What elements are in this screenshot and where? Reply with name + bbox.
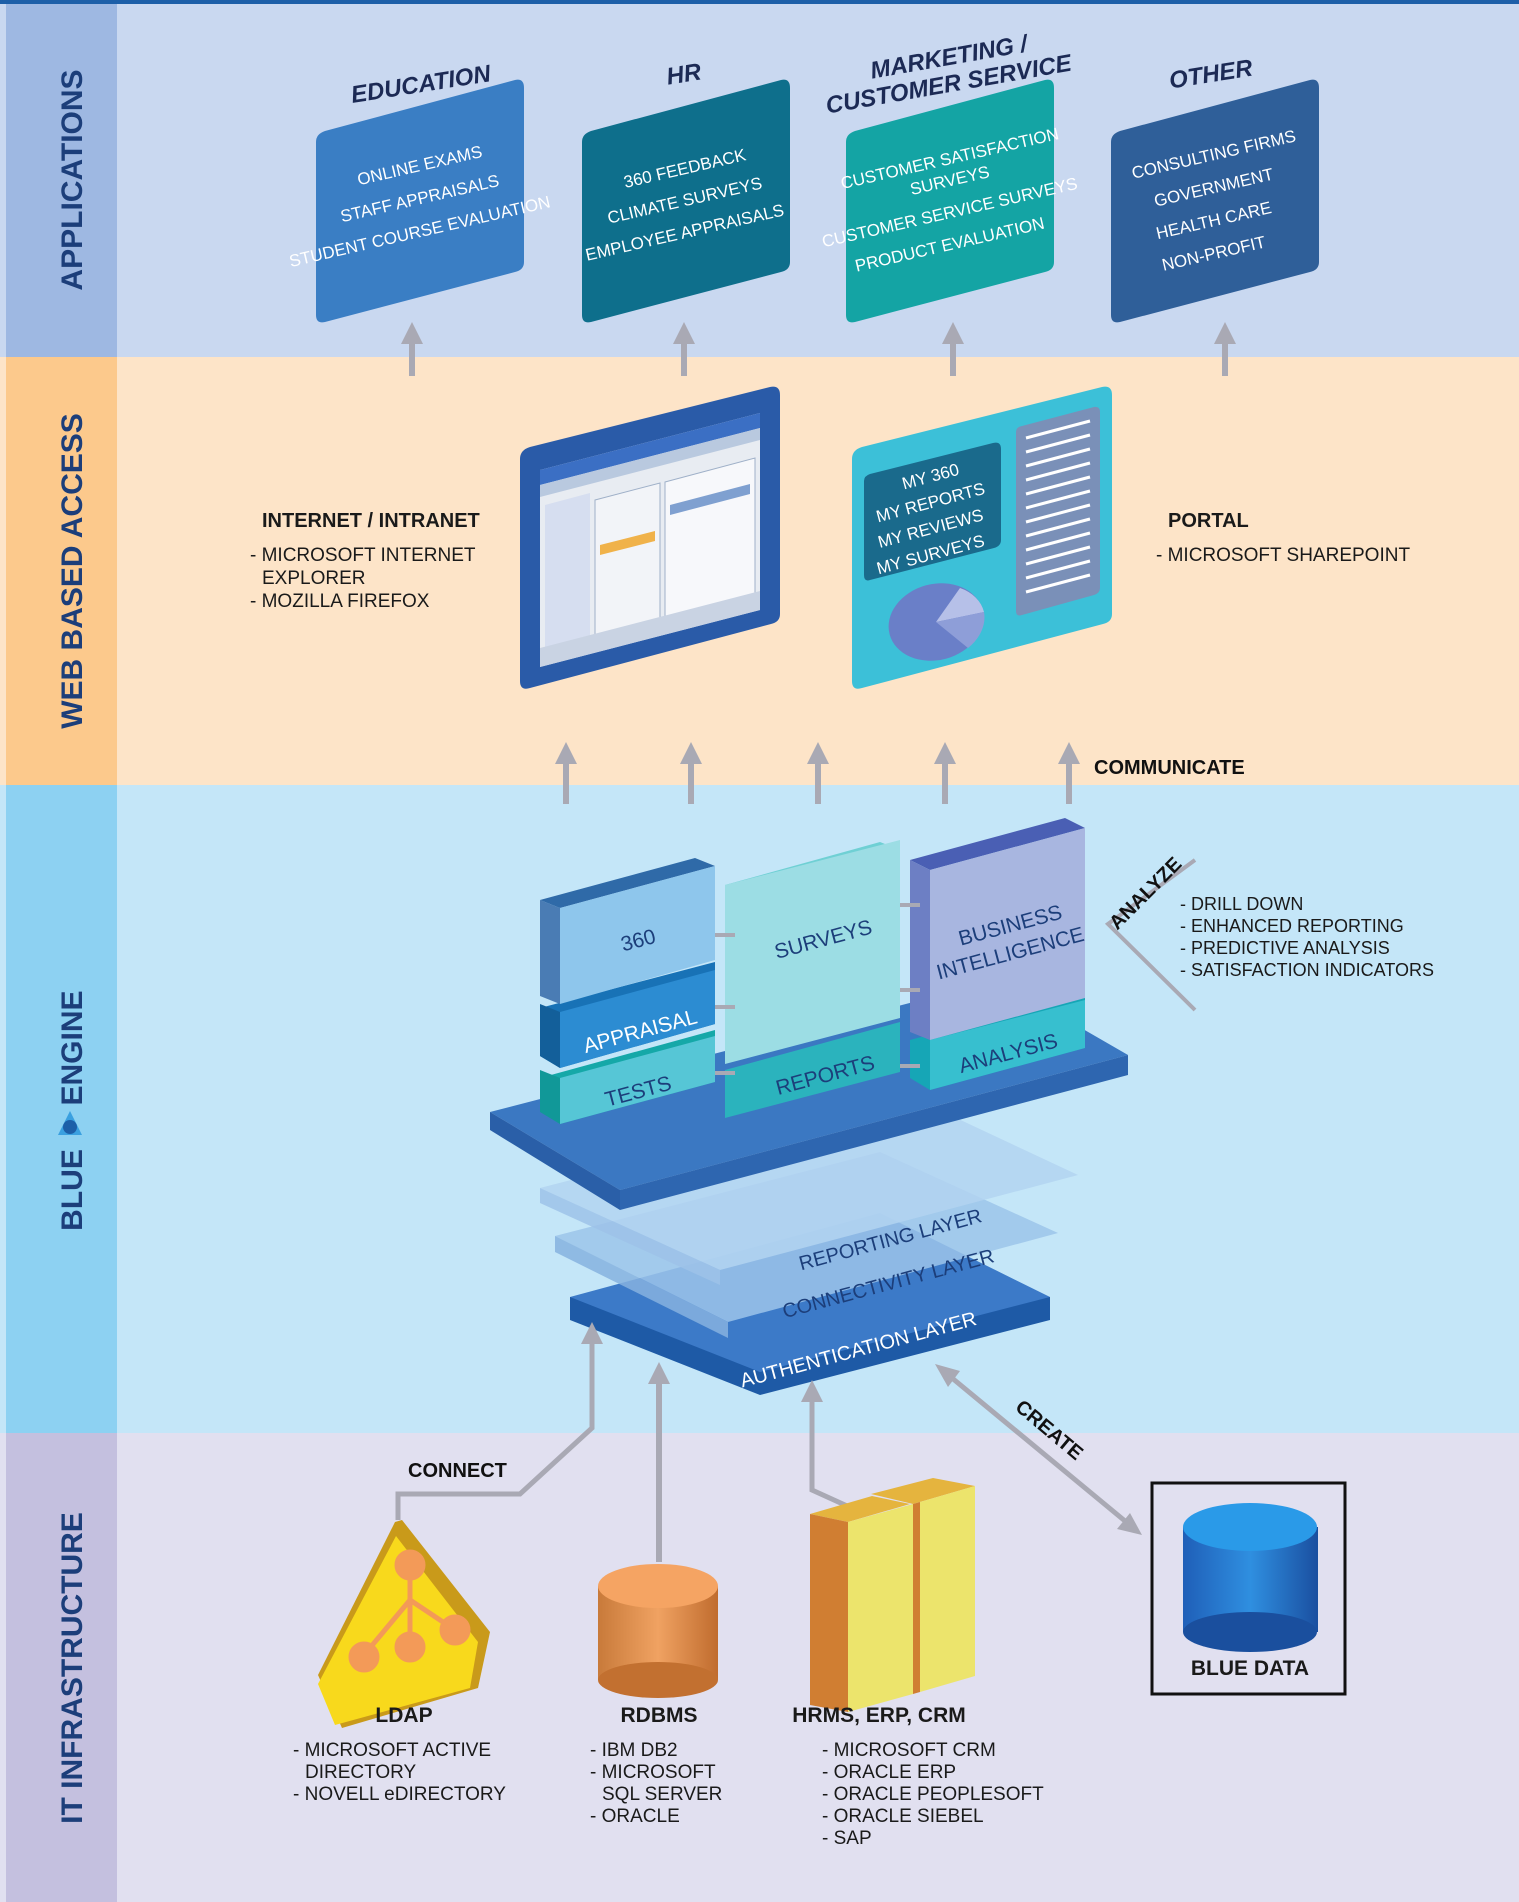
ldap-item: DIRECTORY [305, 1762, 417, 1783]
band-label-engine-right: ENGINE [56, 990, 89, 1105]
arrow-up-icon [801, 1380, 823, 1402]
ldap-item: - NOVELL eDIRECTORY [293, 1784, 506, 1805]
hrms-item: - ORACLE SIEBEL [822, 1806, 984, 1827]
communicate-arrows [555, 742, 1080, 804]
ldap-title: LDAP [375, 1704, 432, 1727]
block-360: 360 [540, 858, 715, 1004]
portal-info: PORTAL - MICROSOFT SHAREPOINT [1156, 510, 1410, 566]
pie-chart-icon [888, 583, 985, 661]
portal-screen: MY 360 MY REPORTS MY REVIEWS MY SURVEYS [852, 386, 1112, 689]
browser-screen [520, 386, 780, 689]
blue-data-label: BLUE DATA [1191, 1657, 1309, 1680]
arrow-up-icon [807, 742, 829, 804]
rdbms-title: RDBMS [621, 1704, 698, 1727]
internet-item: - MICROSOFT INTERNET [250, 545, 476, 566]
rdbms-item: - ORACLE [590, 1806, 680, 1827]
portal-menu [864, 442, 1001, 581]
arrow-up-icon [680, 742, 702, 804]
analyze-item: - SATISFACTION INDICATORS [1180, 960, 1434, 980]
create-arrow [935, 1364, 1142, 1535]
arrow-up-icon [934, 742, 956, 804]
arrow-up-icon [581, 1322, 603, 1344]
app-title-hr: HR [665, 58, 704, 90]
app-education: EDUCATION ONLINE EXAMS STAFF APPRAISALS … [287, 60, 552, 323]
server-icon [810, 1478, 975, 1712]
document-lines-icon [1025, 419, 1091, 594]
arrow-up-icon [942, 322, 964, 376]
rdbms-item: SQL SERVER [602, 1784, 722, 1805]
arrow-up-icon [648, 1362, 670, 1384]
hrms-item: - MICROSOFT CRM [822, 1740, 996, 1761]
block-surveys: SURVEYS [725, 840, 900, 1064]
ldap-item: - MICROSOFT ACTIVE [293, 1740, 491, 1761]
blue-logo-icon [58, 1111, 82, 1135]
database-cylinder-icon [1183, 1503, 1318, 1652]
band-label-engine-left: BLUE [56, 1149, 89, 1231]
analyze-bracket [1104, 858, 1197, 1012]
arrow-up-icon [1058, 742, 1080, 804]
analyze-item: - ENHANCED REPORTING [1180, 916, 1404, 936]
portal-item: - MICROSOFT SHAREPOINT [1156, 545, 1410, 566]
connect-label: CONNECT [408, 1460, 507, 1482]
rdbms-item: - IBM DB2 [590, 1740, 678, 1761]
analyze-item: - DRILL DOWN [1180, 894, 1303, 914]
hrms-item: - ORACLE ERP [822, 1762, 956, 1783]
hrms-item: - SAP [822, 1828, 872, 1849]
internet-info: INTERNET / INTRANET - MICROSOFT INTERNET… [250, 510, 480, 612]
hrms-title: HRMS, ERP, CRM [792, 1704, 965, 1727]
arrow-up-icon [673, 322, 695, 376]
analyze-item: - PREDICTIVE ANALYSIS [1180, 938, 1390, 958]
internet-item: - MOZILLA FIREFOX [250, 591, 430, 612]
band-label-web: WEB BASED ACCESS [56, 413, 89, 729]
arrow-up-icon [555, 742, 577, 804]
blue-data-box: BLUE DATA [1150, 1481, 1347, 1696]
arrow-icon [935, 1364, 960, 1387]
arrow-up-icon [401, 322, 423, 376]
connect-arrow [395, 1322, 603, 1520]
block-connectors [715, 903, 920, 1075]
band-label-applications: APPLICATIONS [56, 69, 89, 290]
band-label-infra: IT INFRASTRUCTURE [56, 1512, 89, 1824]
arrow-up-icon [1214, 322, 1236, 376]
internet-title: INTERNET / INTRANET [262, 510, 480, 532]
ldap-icon [318, 1520, 490, 1728]
app-hr: HR 360 FEEDBACK CLIMATE SURVEYS EMPLOYEE… [582, 58, 790, 323]
hrms-arrow [801, 1380, 858, 1513]
hrms-item: - ORACLE PEOPLESOFT [822, 1784, 1044, 1805]
arrow-icon [1117, 1513, 1142, 1535]
app-other: OTHER CONSULTING FIRMS GOVERNMENT HEALTH… [1111, 55, 1319, 323]
internet-item: EXPLORER [262, 568, 365, 589]
rdbms-arrow [648, 1362, 670, 1562]
communicate-label: COMMUNICATE [1094, 757, 1245, 779]
app-arrows [401, 322, 1236, 376]
rdbms-item: - MICROSOFT [590, 1762, 716, 1783]
database-cylinder-icon [598, 1564, 718, 1698]
block-appraisal: APPRAISAL [540, 962, 715, 1068]
portal-title: PORTAL [1168, 510, 1249, 532]
top-border [0, 0, 1519, 4]
